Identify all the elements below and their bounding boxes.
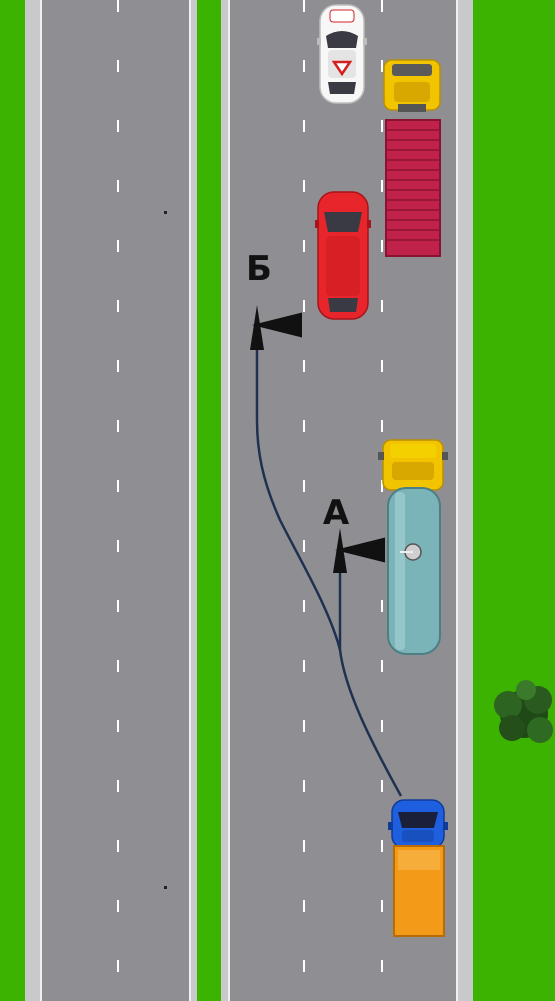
road-debris [164,211,167,214]
container-truck [383,59,441,257]
path-to-b [252,312,403,797]
label-a: А [323,493,350,533]
left-road [25,0,197,1001]
road-debris [164,886,167,889]
tree-icon [494,680,553,743]
arrow-up-icon [250,305,264,350]
arrow-up-icon [333,528,347,573]
blue-orange-truck [388,799,448,937]
learner-sign-icon [331,60,353,77]
label-b: Б [246,249,272,289]
median-grass [197,0,221,1001]
tanker-truck [378,439,448,655]
container-cargo [385,119,441,257]
white-learner-car [317,4,367,104]
red-car [315,191,371,320]
